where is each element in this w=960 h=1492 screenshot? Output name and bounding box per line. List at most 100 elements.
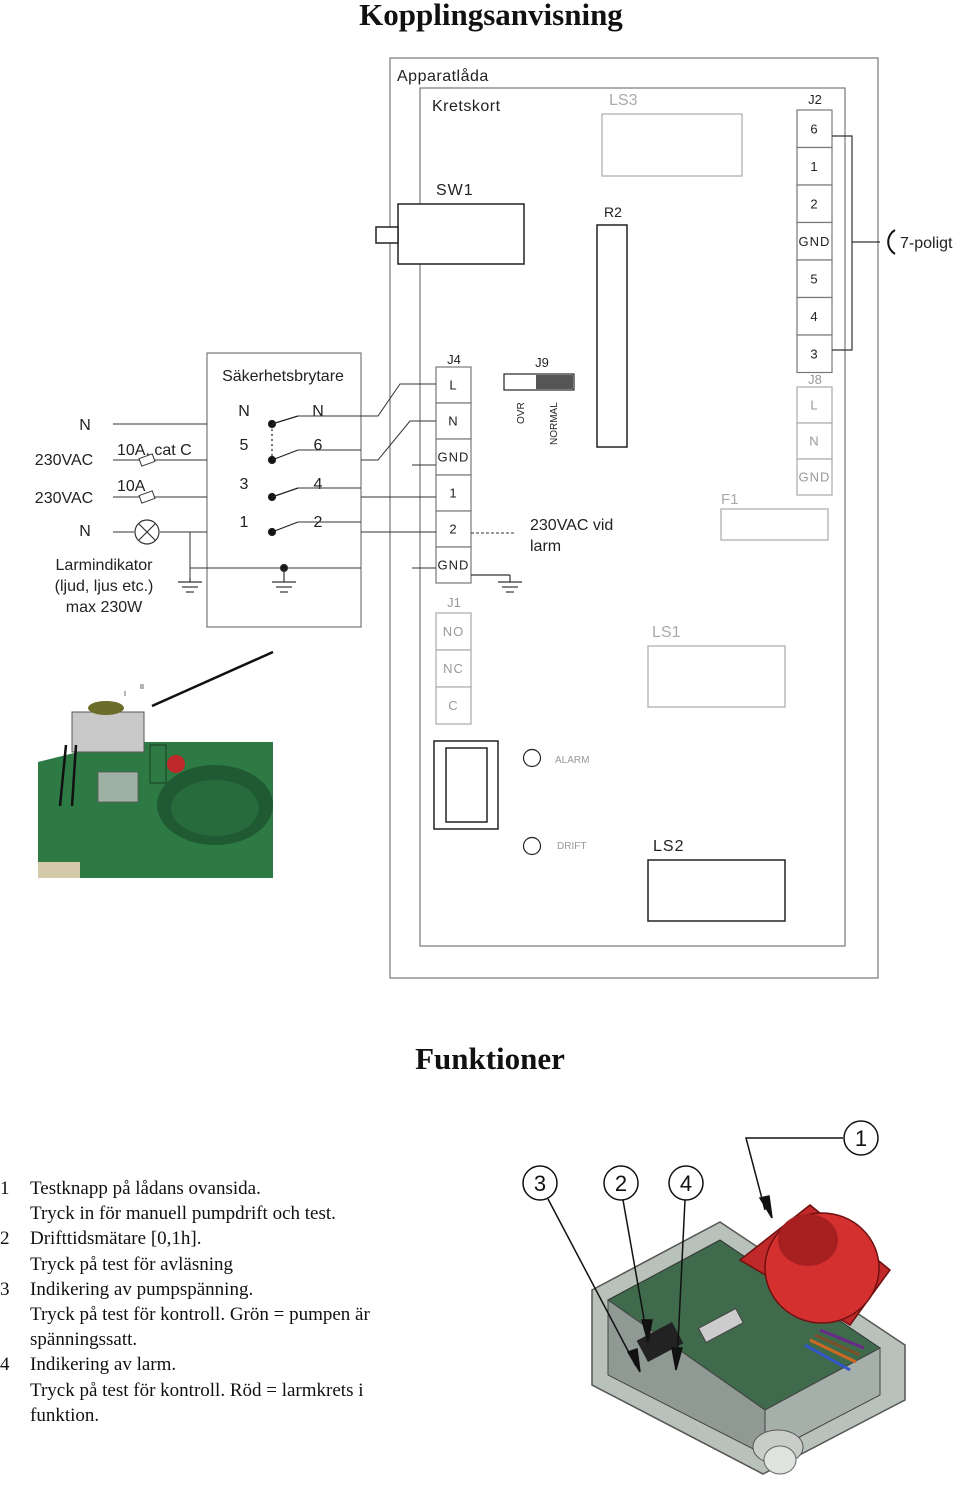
j1-pin-label: C <box>448 698 458 713</box>
j2-pin-label: GND <box>799 234 831 249</box>
supply-wiring <box>113 423 361 578</box>
callout-3-number: 3 <box>534 1171 546 1196</box>
function-number: 3 <box>0 1278 10 1300</box>
j2-pin-label: 3 <box>810 346 818 361</box>
fuse2-label: 10A <box>117 478 146 495</box>
connector-7pol-bracket <box>832 135 896 351</box>
section-title: Funktioner <box>415 1041 565 1076</box>
j1-pin-label: NC <box>443 661 464 676</box>
callout-1: 1 <box>843 1120 879 1156</box>
j4-pin-label: L <box>449 378 457 393</box>
fuse1-label: 10A, cat C <box>117 442 192 459</box>
pointer-line <box>151 650 274 708</box>
svg-text:I: I <box>124 691 126 698</box>
lamp-text-3: max 230W <box>66 599 143 616</box>
breaker-j4-wiring <box>298 383 436 569</box>
j8-pin-l: L <box>796 386 833 424</box>
j4-pin-1: 1 <box>435 474 472 512</box>
j2-pin-6: 6 <box>796 109 833 149</box>
j2-pin-label: 6 <box>810 121 818 136</box>
callout-4: 4 <box>668 1165 704 1201</box>
control-box-illustration <box>591 1204 906 1475</box>
drift-led <box>522 836 542 856</box>
supply-230vac-2: 230VAC <box>35 490 93 507</box>
j9-label: J9 <box>535 355 549 370</box>
function-text: Tryck på test för kontroll. Röd = larmkr… <box>30 1379 364 1401</box>
j4-pin-label: N <box>448 414 458 429</box>
function-number: 1 <box>0 1178 10 1199</box>
ls3-display <box>601 113 743 177</box>
j9-jumper-fill <box>536 375 573 389</box>
function-text: Indikering av pumpspänning. <box>30 1278 254 1300</box>
j4-pin-label: 1 <box>449 486 457 501</box>
j4-pin-2: 2 <box>435 510 472 548</box>
j8-pin-n: N <box>796 422 833 460</box>
callout-1-number: 1 <box>855 1126 867 1151</box>
breaker-right-4: 4 <box>314 476 323 493</box>
board-component-inner <box>445 747 488 823</box>
function-item-4: 4 Indikering av larm. Tryck på test för … <box>0 1352 430 1428</box>
j9-normal-label: NORMAL <box>549 402 560 445</box>
function-text: Tryck in för manuell pumpdrift och test. <box>30 1203 336 1225</box>
j2-pin-5: 5 <box>796 259 833 299</box>
ls2-display <box>647 859 786 922</box>
lamp-text-2: (ljud, ljus etc.) <box>55 578 154 595</box>
j4-pin-label: GND <box>438 450 470 465</box>
function-text: Testknapp på lådans ovansida. <box>30 1178 261 1199</box>
fuse1-symbol <box>138 453 156 467</box>
kretskort-board <box>419 87 846 947</box>
f1-label: F1 <box>721 491 739 508</box>
breaker-box <box>206 352 362 628</box>
j1-label: J1 <box>447 595 461 610</box>
page-title: Kopplingsanvisning <box>359 0 623 32</box>
j4-pin-gnd: GND <box>435 546 472 584</box>
j4-pin-label: 2 <box>449 522 457 537</box>
function-text: Drifttidsmätare [0,1h]. <box>30 1228 202 1250</box>
function-item-3: 3 Indikering av pumpspänning. Tryck på t… <box>0 1277 430 1353</box>
j2-pin-gnd: GND <box>796 221 833 261</box>
r2-component <box>596 224 628 448</box>
alarm-led-label: ALARM <box>555 755 589 766</box>
ground-icon <box>178 578 202 593</box>
svg-text:II: II <box>140 684 144 691</box>
j2-label: J2 <box>808 92 822 107</box>
callout-leaders <box>547 1137 843 1373</box>
fuse2-symbol <box>138 490 156 504</box>
breaker-right-n: N <box>312 403 324 420</box>
ground-icon <box>272 563 296 593</box>
j2-pin-label: 1 <box>810 159 818 174</box>
j2-pin-label: 2 <box>810 196 818 211</box>
board-component-outer <box>433 740 499 830</box>
ls2-label: LS2 <box>653 838 684 855</box>
j1-pin-label: NO <box>443 624 465 639</box>
alarm-voltage-line1: 230VAC vid <box>530 517 613 534</box>
j2-pin-4: 4 <box>796 296 833 336</box>
function-text: spänningssatt. <box>30 1329 138 1351</box>
breaker-label: Säkerhetsbrytare <box>222 368 344 385</box>
ls1-label: LS1 <box>652 624 681 641</box>
ls1-display <box>647 645 786 708</box>
alarm-voltage-line2: larm <box>530 538 561 555</box>
j4-pin-label: GND <box>438 558 470 573</box>
ls3-label: LS3 <box>609 92 638 109</box>
j2-pin-3: 3 <box>796 334 833 374</box>
function-item-2: 2 Drifttidsmätare [0,1h]. Tryck på test … <box>0 1226 430 1276</box>
sw1-stem <box>375 226 399 244</box>
function-text: Tryck på test för kontroll. Grön = pumpe… <box>30 1304 370 1326</box>
j8-label: J8 <box>808 372 822 387</box>
apparatlada-label: Apparatlåda <box>397 67 489 85</box>
breaker-right-6: 6 <box>314 437 323 454</box>
lamp-text-1: Larmindikator <box>56 557 154 574</box>
j2-pin-1: 1 <box>796 146 833 186</box>
j2-pin-2: 2 <box>796 184 833 224</box>
r2-label: R2 <box>604 204 622 220</box>
j4-pin-n: N <box>435 402 472 440</box>
function-text: funktion. <box>30 1404 100 1426</box>
j2-pin-label: 5 <box>810 271 818 286</box>
function-text: Indikering av larm. <box>30 1354 177 1376</box>
callout-2: 2 <box>603 1165 639 1201</box>
j8-pin-gnd: GND <box>796 458 833 496</box>
function-number: 4 <box>0 1354 10 1376</box>
j1-pin-no: NO <box>435 612 472 651</box>
